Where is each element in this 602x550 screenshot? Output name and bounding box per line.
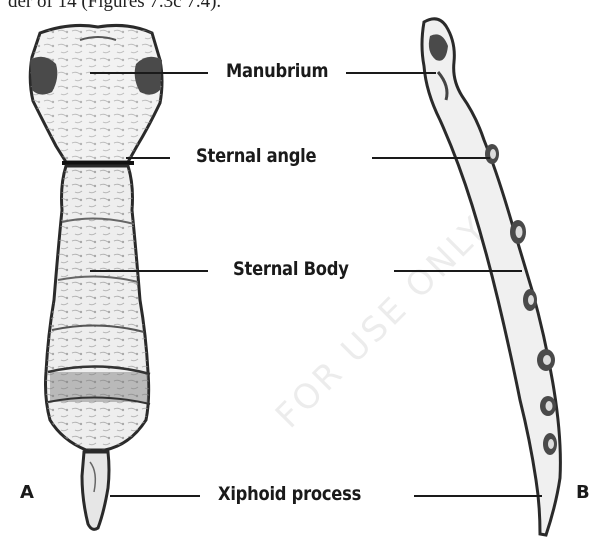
panel-label-b: B (576, 482, 590, 503)
label-sternal-angle: Sternal angle (196, 145, 317, 167)
right-clavicular-notch (134, 56, 162, 95)
label-sternal-body: Sternal Body (233, 258, 349, 280)
sternum-lateral-view (420, 17, 562, 537)
label-manubrium: Manubrium (226, 60, 329, 82)
label-xiphoid-process: Xiphoid process (218, 483, 362, 505)
lateral-sternum-shape (420, 17, 562, 537)
panel-label-a: A (20, 482, 34, 503)
caption-text: der of 14 (Figures 7.3c 7.4). (8, 0, 222, 12)
left-clavicular-notch (30, 56, 58, 95)
sternum-anterior-view (28, 24, 164, 531)
leader-lines (90, 72, 542, 497)
xiphoid-shape (80, 450, 111, 531)
